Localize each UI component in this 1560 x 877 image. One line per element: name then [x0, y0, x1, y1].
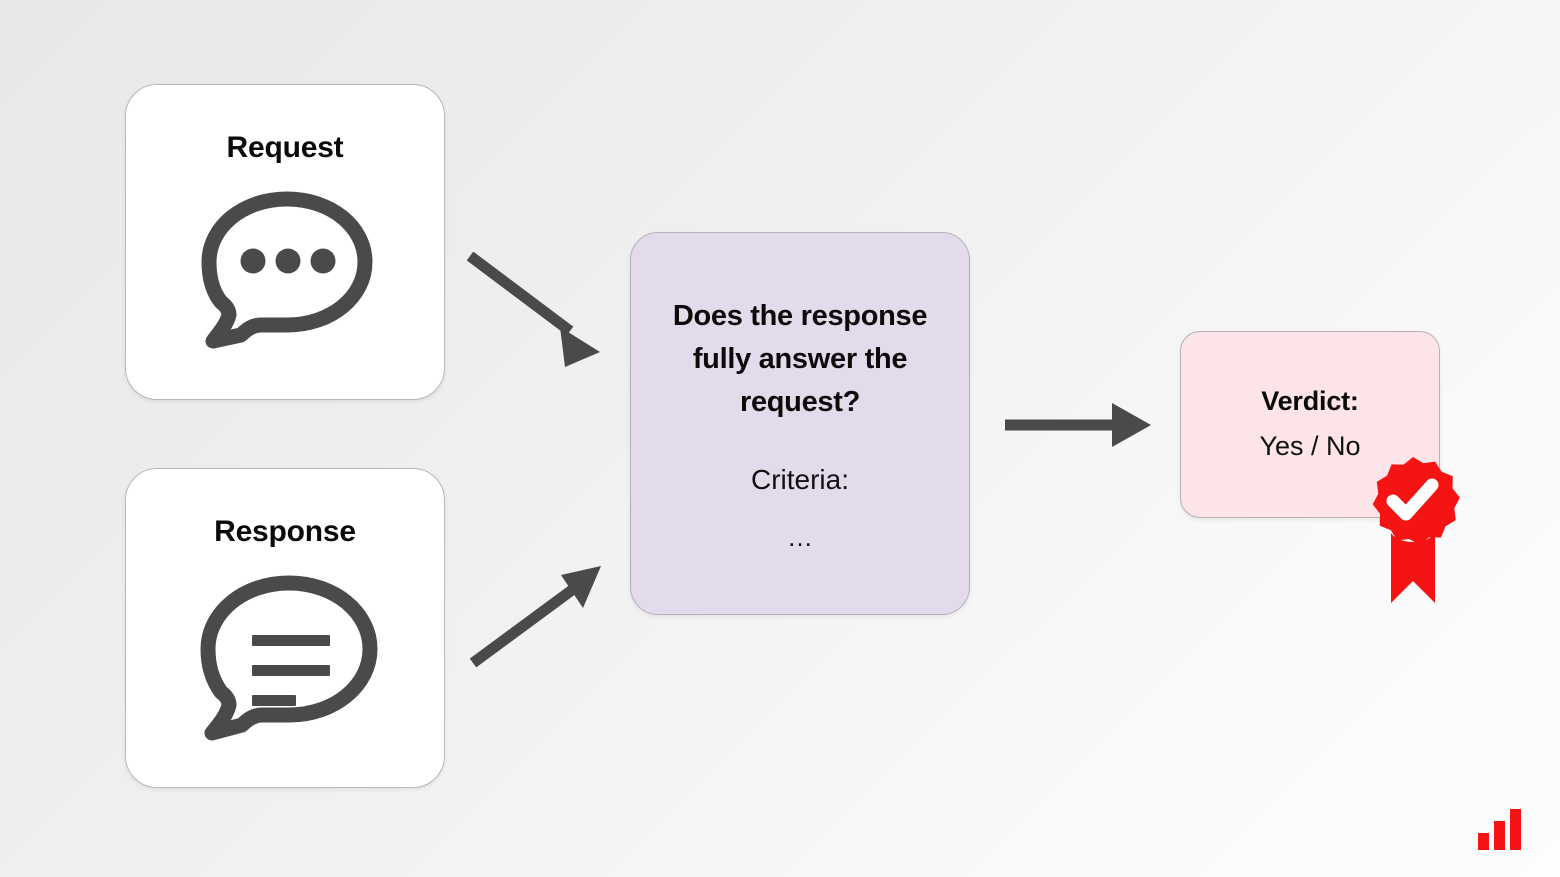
- arrow-evaluator-to-verdict: [1005, 403, 1151, 447]
- arrow-request-to-evaluator: [466, 251, 600, 367]
- criteria-value: …: [787, 521, 813, 552]
- speech-bubble-lines-icon: [190, 573, 380, 748]
- arrow-response-to-evaluator: [469, 566, 601, 668]
- verdict-value: Yes / No: [1259, 431, 1361, 461]
- request-card-title: Request: [226, 131, 344, 164]
- verdict-title: Verdict:: [1261, 386, 1359, 416]
- response-card[interactable]: Response: [125, 468, 445, 788]
- response-card-title: Response: [214, 515, 356, 548]
- verdict-box[interactable]: Verdict: Yes / No: [1180, 331, 1440, 518]
- bar-chart-logo-icon: [1477, 808, 1523, 850]
- award-ribbon-check-icon: [1361, 455, 1465, 603]
- request-card[interactable]: Request: [125, 84, 445, 400]
- evaluator-question: Does the response fully answer the reque…: [672, 300, 928, 418]
- criteria-label: Criteria:: [750, 463, 849, 495]
- speech-bubble-dots-icon: [195, 189, 375, 356]
- evaluator-criteria-box[interactable]: Does the response fully answer the reque…: [630, 232, 970, 615]
